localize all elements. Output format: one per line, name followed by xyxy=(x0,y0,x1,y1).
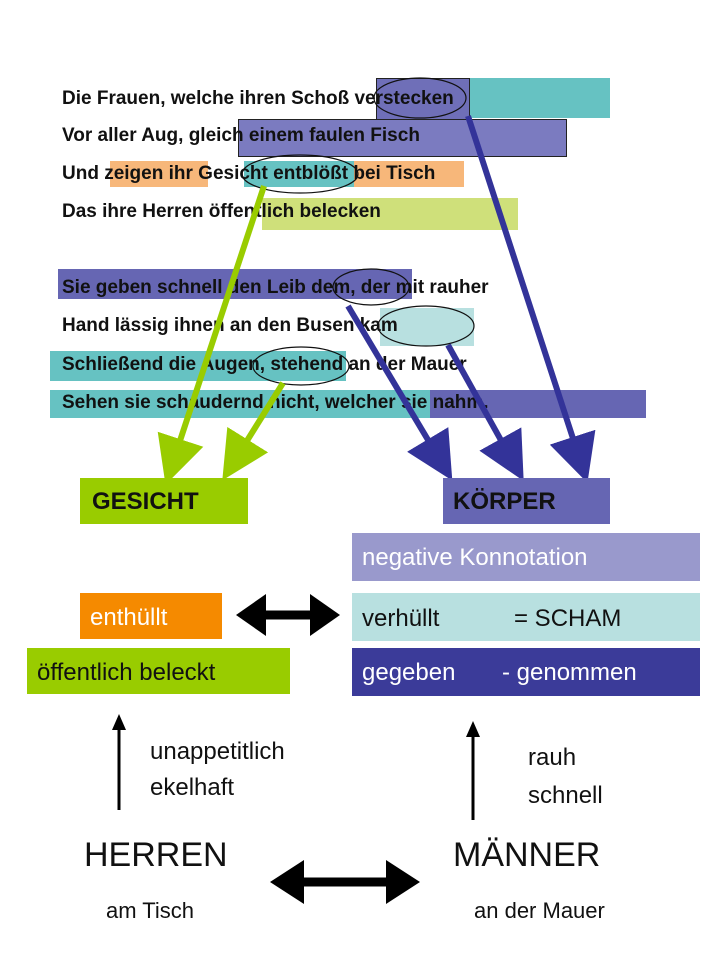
poem-line-7: Schließend die Augen, stehend an der Mau… xyxy=(62,354,467,375)
covered-label: verhüllt xyxy=(362,605,440,632)
negative-connotation-label: negative Konnotation xyxy=(362,544,588,571)
poem-line-2: Vor aller Aug, gleich einem faulen Fisch xyxy=(62,125,420,146)
up-arrow-right xyxy=(466,721,480,820)
note-schnell: schnell xyxy=(528,782,603,809)
note-rauh: rauh xyxy=(528,744,577,771)
negative-connotation-box: negative Konnotation xyxy=(352,533,700,581)
note-ekelhaft: ekelhaft xyxy=(150,774,235,801)
arrow-schoss-to-body xyxy=(465,115,596,483)
licked-box: öffentlich beleckt xyxy=(27,648,290,694)
arrow-busen-to-body xyxy=(445,343,524,481)
highlight-busen xyxy=(380,308,474,346)
poem-line-8: Sehen sie schaudernd nicht, welcher sie … xyxy=(62,392,489,413)
highlight-sehen xyxy=(50,390,430,418)
arrow-augen-to-face xyxy=(222,381,286,481)
highlight-gesicht xyxy=(244,161,354,187)
oval-gesicht xyxy=(241,154,359,194)
licked-label: öffentlich beleckt xyxy=(37,659,216,686)
poem-line-3: Und zeigen ihr Gesicht entblößt bei Tisc… xyxy=(62,163,436,184)
category-body-box: KÖRPER xyxy=(443,478,610,524)
double-arrow-bottom xyxy=(270,860,420,904)
category-face-box: GESICHT xyxy=(80,478,248,524)
poem-line-6: Hand lässig ihnen an den Busen kam xyxy=(62,315,398,336)
shame-label: = SCHAM xyxy=(514,605,622,632)
oval-schoss xyxy=(373,77,467,119)
highlight-schliessend xyxy=(50,351,346,381)
taken-label: - genommen xyxy=(502,659,637,686)
highlight-entbloesst xyxy=(354,161,464,187)
maenner-place-label: an der Mauer xyxy=(474,898,605,923)
herren-place-label: am Tisch xyxy=(106,898,195,923)
maenner-label: MÄNNER xyxy=(453,836,601,874)
highlight-zeigen xyxy=(110,161,208,187)
category-face-label: GESICHT xyxy=(92,488,199,515)
revealed-box: enthüllt xyxy=(80,593,222,639)
oval-augen xyxy=(252,346,350,386)
revealed-label: enthüllt xyxy=(90,604,168,631)
highlight-gleich-fisch xyxy=(238,119,567,157)
arrow-leib-to-body xyxy=(345,304,453,481)
poem-line-1: Die Frauen, welche ihren Schoß verstecke… xyxy=(62,88,454,109)
given-label: gegeben xyxy=(362,659,456,686)
category-body-label: KÖRPER xyxy=(453,488,556,515)
highlight-oeffentlich xyxy=(262,198,518,230)
highlight-welcher xyxy=(430,390,646,418)
covered-box: verhüllt = SCHAM xyxy=(352,593,700,641)
note-unappetitlich: unappetitlich xyxy=(150,738,285,765)
herren-label: HERREN xyxy=(84,836,228,874)
given-taken-box: gegeben - genommen xyxy=(352,648,700,696)
double-arrow-middle xyxy=(236,594,340,636)
oval-busen xyxy=(377,305,475,347)
poem-line-4: Das ihre Herren öffentlich belecken xyxy=(62,201,381,222)
arrow-gesicht-to-face xyxy=(157,185,267,485)
oval-leib xyxy=(332,268,410,306)
poem-line-5: Sie geben schnell den Leib dem, der mit … xyxy=(62,277,489,298)
up-arrow-left xyxy=(112,714,126,810)
